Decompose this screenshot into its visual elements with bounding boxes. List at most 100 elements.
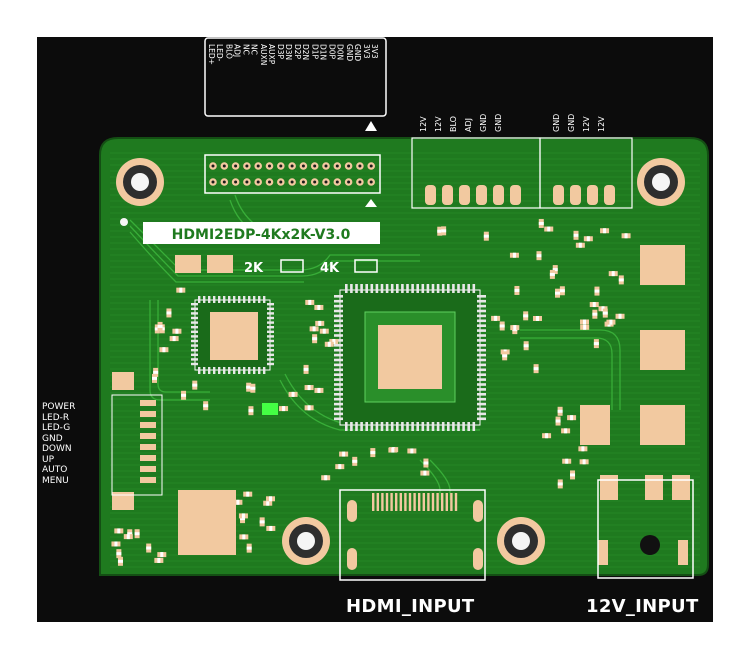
smd-part (555, 416, 561, 426)
smd-part (329, 339, 339, 345)
smd-part (594, 286, 600, 296)
edp-pin-label: ADJ (232, 44, 241, 57)
keypad-pin-label: GND (42, 433, 63, 444)
backlight-connector-legend: 12V 12V BLO ADJ GND GND (419, 114, 503, 132)
smd-part (111, 541, 121, 547)
smd-part (176, 287, 186, 293)
connector-pad (553, 185, 564, 205)
smd-part (335, 464, 345, 470)
mounting-holes (116, 158, 685, 565)
keypad-pad (140, 433, 156, 439)
smd-part (157, 552, 167, 558)
power-pin-label: 12V (597, 116, 606, 132)
smd-part (549, 269, 555, 279)
smd-part (621, 233, 631, 239)
copper-pads (112, 245, 690, 565)
power-pin-label: GND (552, 114, 561, 132)
smd-part (509, 252, 519, 258)
smd-components (111, 218, 631, 566)
backlight-pin-label: GND (494, 114, 503, 132)
connector-pad (604, 185, 615, 205)
smd-part (606, 319, 616, 325)
smd-part (305, 299, 315, 305)
smd-part (437, 226, 443, 236)
smd-part (339, 451, 349, 457)
board-name-badge: HDMI2EDP-4Kx2K-V3.0 (143, 222, 380, 244)
smd-part (536, 251, 542, 261)
smd-part (583, 236, 593, 242)
connector-pad (476, 185, 487, 205)
backlight-pin-label: 12V (434, 116, 443, 132)
smd-part (288, 391, 298, 397)
smd-part (319, 328, 329, 334)
smd-part (533, 364, 539, 374)
smd-part (491, 315, 501, 321)
smd-part (592, 309, 598, 319)
backlight-pin-label: ADJ (464, 118, 473, 132)
edp-pin-label: AUXN (259, 44, 268, 65)
connector-pad (587, 185, 598, 205)
smd-part (304, 385, 314, 391)
smd-part (250, 383, 256, 393)
smd-part (523, 311, 529, 321)
edp-pin-label: AUXP (267, 44, 276, 65)
smd-part (573, 230, 579, 240)
smd-part (532, 315, 542, 321)
smd-part (580, 324, 590, 330)
smd-part (181, 390, 187, 400)
backlight-pin-label: BLO (449, 116, 458, 132)
smd-part (324, 341, 334, 347)
edp-pin-label: D2P (293, 44, 302, 60)
smd-part (542, 433, 552, 439)
smd-part (575, 242, 585, 248)
smd-part (580, 319, 590, 325)
smd-part (240, 514, 246, 524)
smd-part (321, 475, 331, 481)
smd-part (483, 231, 489, 241)
keypad-pin-label: AUTO (42, 465, 68, 475)
edp-header-footprint (204, 154, 381, 194)
smd-part (154, 557, 164, 563)
edp-pin-label: GND (353, 44, 362, 61)
edp-pin-label: D1N (318, 44, 327, 60)
smd-part (593, 339, 599, 349)
smd-part (570, 470, 576, 480)
edp-pin-label: LED+ (207, 44, 216, 65)
smd-part (192, 380, 198, 390)
smd-part (423, 458, 429, 468)
smd-part (600, 228, 610, 234)
smd-part (557, 406, 563, 416)
smd-part (157, 321, 163, 331)
edp-pin-label: 3V3 (362, 44, 371, 59)
edp-pin-label: NC (250, 44, 259, 55)
backlight-pin-label: 12V (419, 116, 428, 132)
smd-part (266, 496, 276, 502)
smd-part (154, 324, 160, 334)
smd-part (159, 347, 169, 353)
smd-part (555, 288, 561, 298)
hdmi-connector-footprint (339, 489, 486, 581)
smd-part (579, 459, 589, 465)
connector-footprints-top (411, 137, 633, 209)
backlight-pin-label: GND (479, 114, 488, 132)
edp-pin-label: 3V3 (370, 44, 379, 59)
keypad-pad (140, 422, 156, 428)
smd-part (146, 543, 152, 553)
smd-part (618, 275, 624, 285)
connector-pad (459, 185, 470, 205)
hdmi-input-label: HDMI_INPUT (346, 596, 475, 617)
edp-pinout-legend: 3V33V3GNDGNDD0ND0PD1ND1PD2ND2PD3ND3PAUXP… (204, 37, 387, 207)
smd-part (239, 534, 249, 540)
keypad-pad (140, 466, 156, 472)
smd-part (166, 308, 172, 318)
board-name-text: HDMI2EDP-4Kx2K-V3.0 (172, 227, 351, 243)
smd-part (248, 406, 254, 416)
smd-part (538, 218, 544, 228)
smd-part (309, 326, 319, 332)
keypad-pin-label: LED-G (42, 423, 71, 433)
dc-jack-footprint (597, 479, 694, 579)
connector-pad (493, 185, 504, 205)
keypad-pin-label: DOWN (42, 444, 72, 454)
secondary-ic-chip (191, 296, 274, 374)
edp-pin-label: D2N (301, 44, 310, 60)
